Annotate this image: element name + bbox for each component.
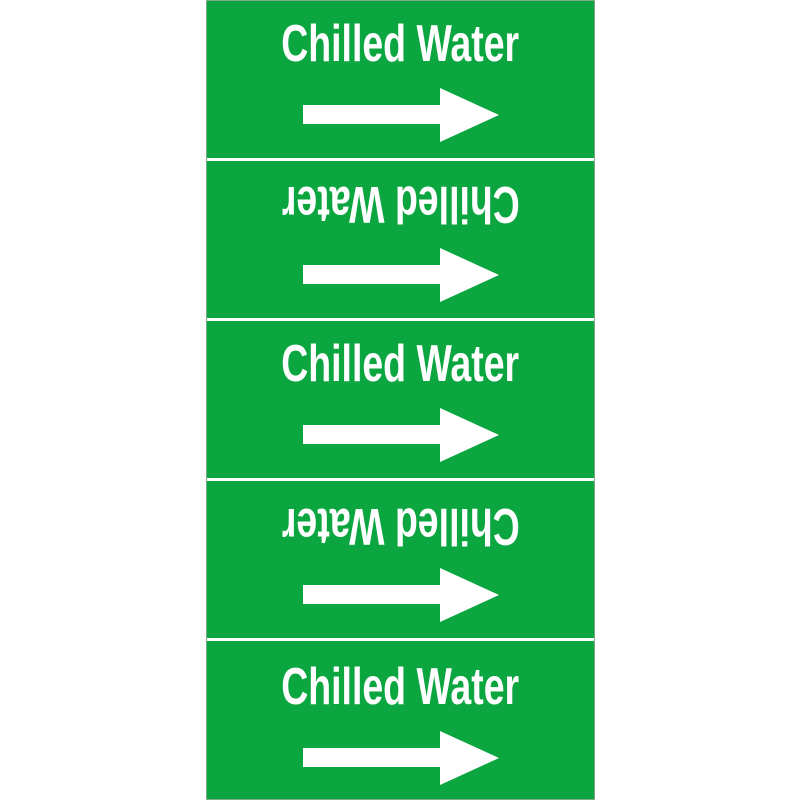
band-text: Chilled Water [281,658,520,716]
arrow-right-icon [303,88,499,142]
arrow-right-icon [303,731,499,785]
arrow-right-icon [303,408,499,462]
band-text-container-inverted: Chilled Water [207,175,594,233]
band-text-container: Chilled Water [207,15,594,73]
label-band-3: Chilled Water [207,321,594,478]
band-text-container-inverted: Chilled Water [207,497,594,555]
band-text-container: Chilled Water [207,658,594,716]
arrow-right-icon [303,568,499,622]
label-band-2: Chilled Water [207,161,594,318]
band-text-inverted: Chilled Water [281,175,520,233]
pipe-marker-label: Chilled Water Chilled Water Chilled Wate… [206,0,595,800]
arrow-right-icon [303,248,499,302]
band-text-inverted: Chilled Water [281,497,520,555]
band-text: Chilled Water [281,15,520,73]
label-band-1: Chilled Water [207,1,594,158]
band-text-container: Chilled Water [207,335,594,393]
label-band-4: Chilled Water [207,481,594,638]
band-text: Chilled Water [281,335,520,393]
label-band-5: Chilled Water [207,641,594,799]
